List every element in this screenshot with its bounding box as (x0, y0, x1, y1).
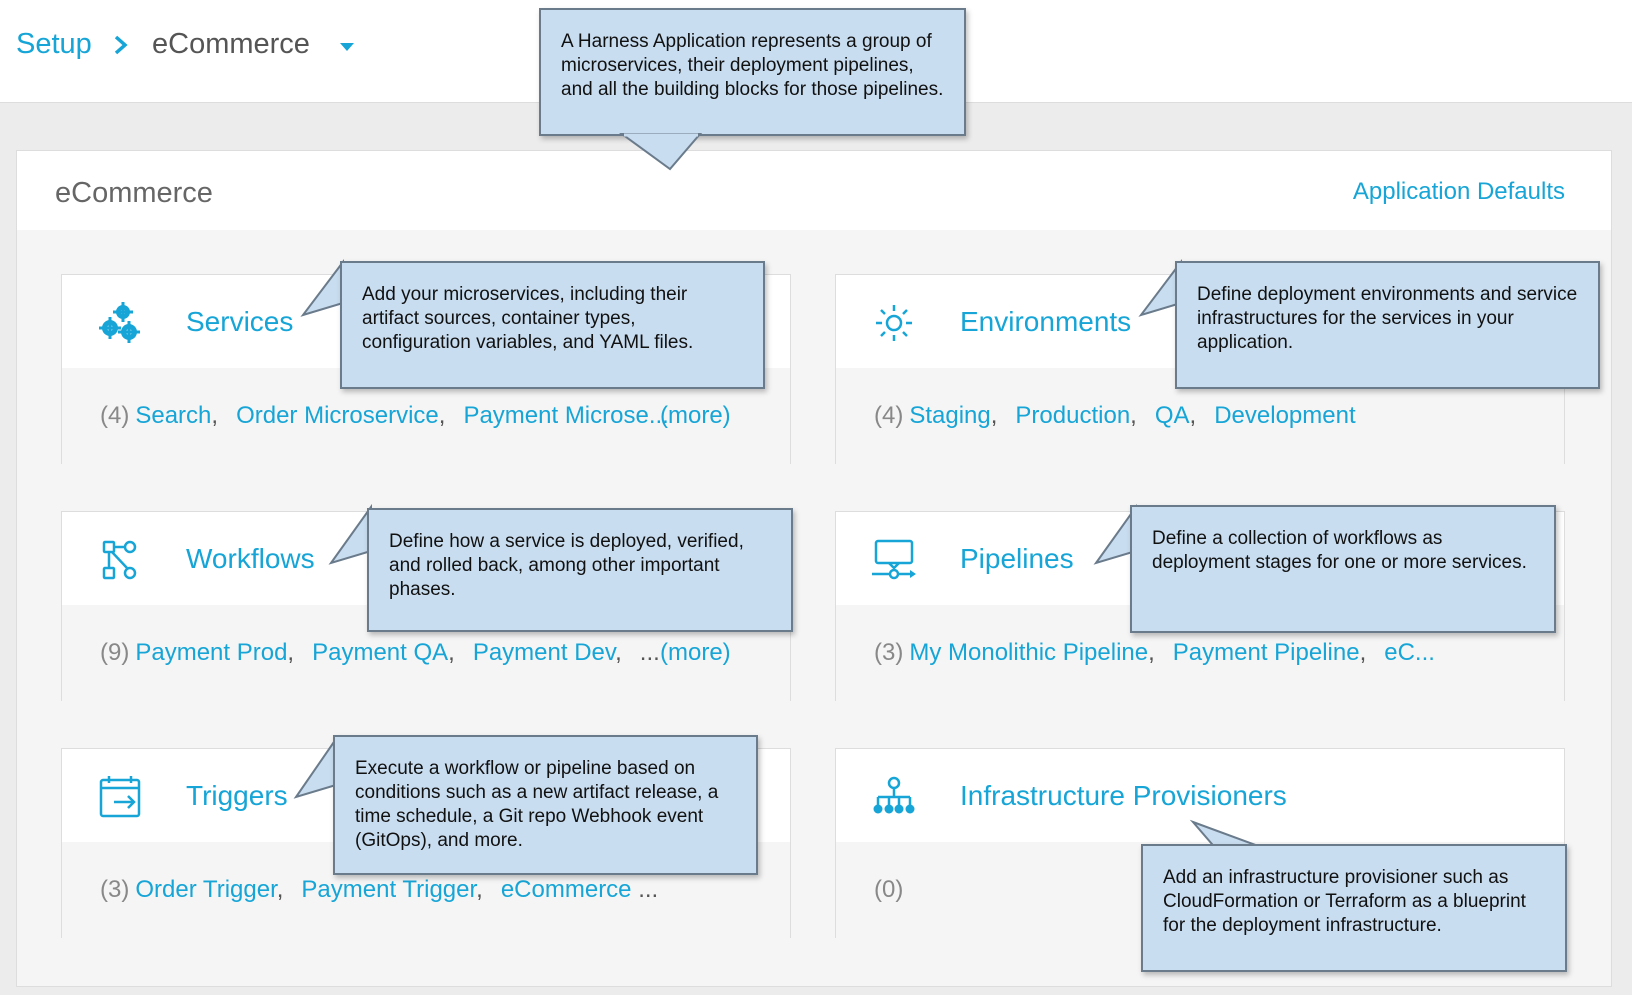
breadcrumb-setup-link[interactable]: Setup (16, 28, 92, 60)
triggers-count: (3) (100, 876, 130, 903)
calendar-arrow-icon (99, 776, 141, 818)
workflows-count: (9) (100, 639, 130, 666)
callout-pointer (293, 735, 337, 799)
panel-title: eCommerce (55, 177, 213, 209)
environment-link[interactable]: QA (1154, 402, 1190, 429)
breadcrumb-app-name[interactable]: eCommerce (152, 28, 310, 60)
triggers-title[interactable]: Triggers (186, 780, 288, 811)
workflows-callout: Define how a service is deployed, verifi… (367, 508, 793, 632)
trigger-link[interactable]: eCommerce (500, 876, 632, 903)
workflows-title[interactable]: Workflows (186, 543, 315, 574)
gears-icon (99, 302, 140, 343)
trigger-link[interactable]: Payment Trigger (301, 876, 477, 903)
pipelines-list: (3)My Monolithic Pipeline,Payment Pipeli… (874, 639, 1435, 666)
environments-callout: Define deployment environments and servi… (1175, 261, 1600, 389)
hierarchy-icon (873, 776, 915, 814)
provisioners-callout: Add an infrastructure provisioner such a… (1141, 844, 1567, 972)
triggers-callout: Execute a workflow or pipeline based on … (333, 735, 758, 875)
pipeline-link[interactable]: eC... (1384, 639, 1435, 666)
panel-header: eCommerce Application Defaults (17, 151, 1611, 230)
callout-pointer (618, 133, 703, 171)
pipeline-link[interactable]: My Monolithic Pipeline (909, 639, 1149, 666)
services-count: (4) (100, 402, 130, 429)
pipelines-title[interactable]: Pipelines (960, 543, 1074, 574)
environments-title[interactable]: Environments (960, 306, 1132, 337)
workflow-link[interactable]: Payment Prod (135, 639, 288, 666)
workflow-icon (102, 540, 137, 580)
pipeline-icon (872, 539, 916, 580)
workflow-link[interactable]: Payment QA (312, 639, 449, 666)
environment-link[interactable]: Production (1015, 402, 1131, 429)
services-list: (4)Search,Order Microservice,Payment Mic… (100, 402, 731, 429)
services-more-link[interactable]: (more) (660, 402, 731, 429)
workflows-more-link[interactable]: (more) (660, 639, 731, 666)
caret-down-icon[interactable] (340, 43, 354, 53)
environment-link[interactable]: Development (1214, 402, 1356, 429)
sun-icon (876, 305, 912, 341)
application-defaults-link[interactable]: Application Defaults (1352, 178, 1565, 205)
environments-count: (4) (874, 402, 904, 429)
service-link[interactable]: Order Microservice (236, 402, 439, 429)
workflows-list: (9)Payment Prod,Payment QA,Payment Dev,.… (100, 639, 731, 666)
provisioners-list: (0) (874, 876, 909, 904)
provisioners-title[interactable]: Infrastructure Provisioners (960, 780, 1287, 811)
triggers-ellipsis: ... (638, 876, 659, 903)
pipelines-count: (3) (874, 639, 904, 666)
environment-link[interactable]: Staging (909, 402, 991, 429)
services-callout: Add your microservices, including their … (340, 261, 765, 389)
services-title[interactable]: Services (186, 306, 294, 337)
service-link[interactable]: Payment Microse... (463, 402, 669, 429)
workflow-link[interactable]: Payment Dev (472, 639, 616, 666)
triggers-list: (3)Order Trigger,Payment Trigger,eCommer… (100, 876, 659, 903)
provisioners-count: (0) (874, 876, 904, 903)
workflows-ellipsis: ... (639, 639, 660, 666)
application-callout: A Harness Application represents a group… (539, 8, 966, 136)
chevron-right-icon (114, 35, 128, 55)
callout-pointer (300, 259, 344, 317)
trigger-link[interactable]: Order Trigger (135, 876, 277, 903)
pipeline-link[interactable]: Payment Pipeline (1172, 639, 1360, 666)
service-link[interactable]: Search (135, 402, 212, 429)
environments-list: (4)Staging,Production,QA,Development (874, 402, 1356, 429)
pipelines-callout: Define a collection of workflows as depl… (1130, 505, 1556, 633)
